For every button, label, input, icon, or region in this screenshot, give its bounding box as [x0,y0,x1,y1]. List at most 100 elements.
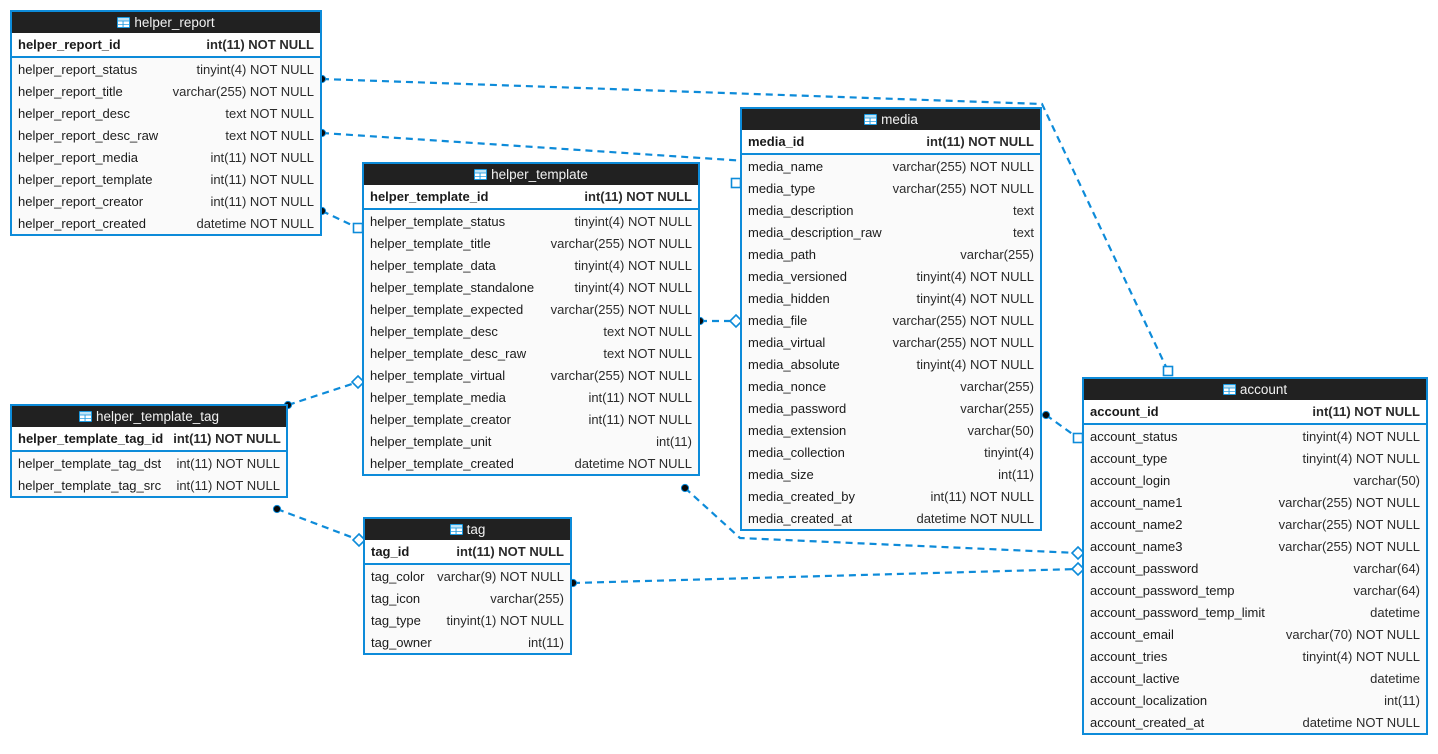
table-title[interactable]: account [1084,379,1426,400]
column-type: int(11) [656,433,692,449]
column-name: account_name3 [1090,538,1183,554]
column-name: tag_id [371,544,410,559]
column-type: text [1013,224,1034,240]
column-name: tag_owner [371,634,432,650]
table-title[interactable]: helper_report [12,12,320,33]
column-name: media_versioned [748,268,848,284]
column-row[interactable]: helper_template_unit int(11) [364,430,698,452]
column-type: datetime NOT NULL [1302,714,1420,730]
column-type: varchar(255) [490,590,564,606]
column-row[interactable]: media_versioned tinyint(4) NOT NULL [742,265,1040,287]
column-name: account_password_temp_limit [1090,604,1265,620]
relationship-rel-media-account-status[interactable] [1041,410,1084,444]
column-type: tinyint(4) NOT NULL [916,268,1034,284]
table-title[interactable]: tag [365,519,570,540]
column-type: varchar(255) NOT NULL [892,334,1034,350]
relationship-rel-tmpltag-tag[interactable] [272,504,367,548]
column-name: media_description [748,202,854,218]
table-title[interactable]: helper_template [364,164,698,185]
table-title[interactable]: media [742,109,1040,130]
column-type: varchar(255) NOT NULL [550,301,692,317]
table-title[interactable]: helper_template_tag [12,406,286,427]
relationship-rel-tag-account-password[interactable] [568,561,1086,588]
column-type: int(11) NOT NULL [210,193,314,209]
relationship-rel-report-creator-template[interactable] [317,206,364,234]
column-name: helper_template_tag_src [18,477,162,493]
relationship-rel-template-expected-media[interactable] [695,313,744,329]
column-name: media_absolute [748,356,840,372]
relationship-rel-tmpltag-template-virtual[interactable] [283,374,366,410]
column-name: helper_template_unit [370,433,492,449]
column-name: helper_template_standalone [370,279,535,295]
